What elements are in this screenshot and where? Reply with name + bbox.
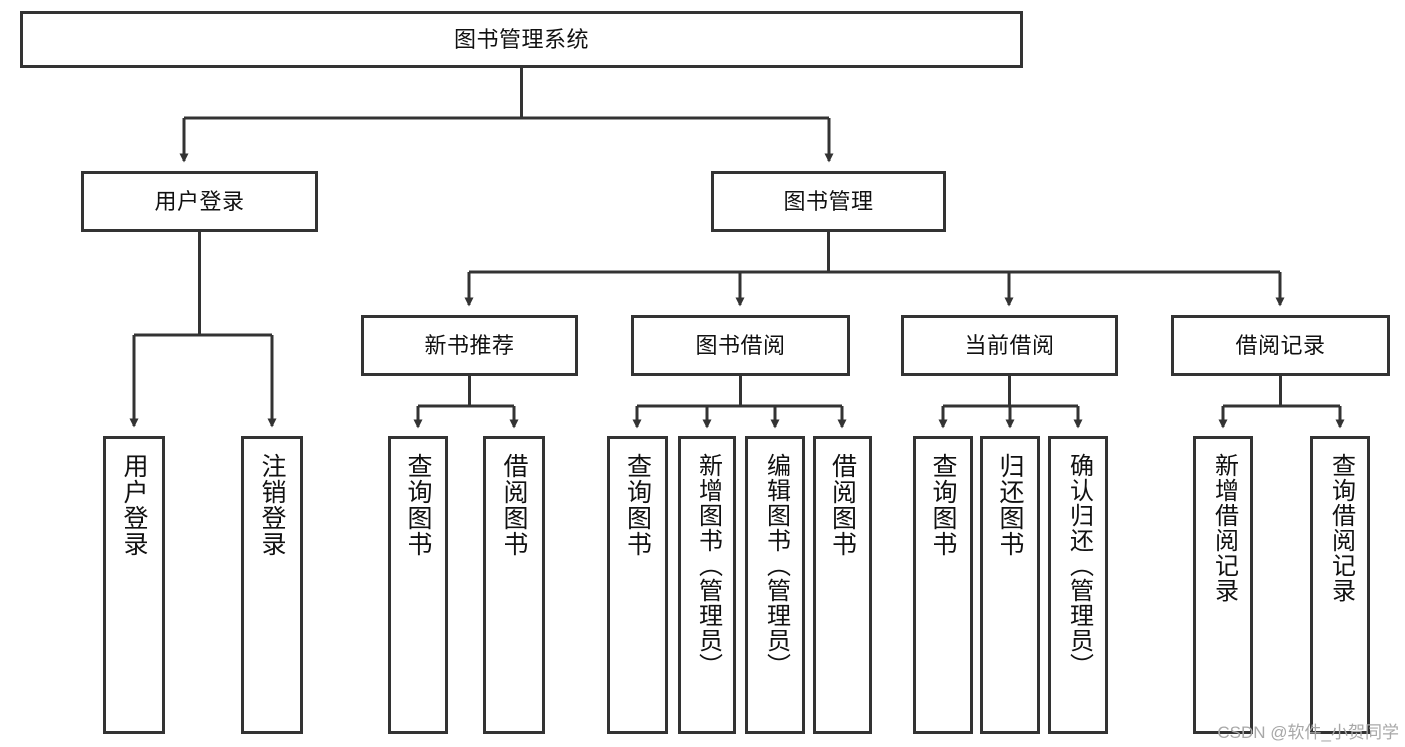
node-leaf-query-borrow-record-label: 查询借阅记录 — [1327, 453, 1355, 603]
node-leaf-query-borrow-record[interactable]: 查询借阅记录 — [1310, 436, 1370, 734]
node-leaf-user-logout[interactable]: 注销登录 — [241, 436, 303, 734]
node-user-login-label: 用户登录 — [154, 188, 245, 214]
node-leaf-confirm-return[interactable]: 确认归还（管理员） — [1048, 436, 1108, 734]
node-root-label: 图书管理系统 — [453, 26, 589, 52]
node-current-borrow-label: 当前借阅 — [964, 332, 1055, 358]
node-new-book-recommend-label: 新书推荐 — [424, 332, 515, 358]
node-leaf-user-login[interactable]: 用户登录 — [103, 436, 165, 734]
node-leaf-confirm-return-label: 确认归还（管理员） — [1065, 453, 1093, 678]
node-leaf-return-book-label: 归还图书 — [996, 453, 1024, 557]
node-user-login[interactable]: 用户登录 — [81, 171, 318, 232]
node-leaf-user-login-label: 用户登录 — [120, 453, 148, 557]
node-leaf-borrow-book[interactable]: 借阅图书 — [813, 436, 872, 734]
node-leaf-user-logout-label: 注销登录 — [258, 453, 286, 557]
node-book-manage-label: 图书管理 — [783, 188, 874, 214]
csdn-watermark: CSDN @软件_小贺同学 — [1217, 723, 1399, 742]
node-book-borrow[interactable]: 图书借阅 — [631, 315, 850, 376]
node-leaf-borrow-book-rec[interactable]: 借阅图书 — [483, 436, 545, 734]
node-new-book-recommend[interactable]: 新书推荐 — [361, 315, 578, 376]
node-current-borrow[interactable]: 当前借阅 — [901, 315, 1118, 376]
node-leaf-edit-book-label: 编辑图书（管理员） — [762, 453, 790, 678]
node-root[interactable]: 图书管理系统 — [20, 11, 1023, 68]
node-leaf-query-book-rec[interactable]: 查询图书 — [388, 436, 448, 734]
node-book-manage[interactable]: 图书管理 — [711, 171, 946, 232]
node-leaf-borrow-book-rec-label: 借阅图书 — [500, 453, 528, 557]
node-leaf-add-borrow-record[interactable]: 新增借阅记录 — [1193, 436, 1253, 734]
node-leaf-query-book-current-label: 查询图书 — [929, 453, 957, 557]
node-leaf-add-book-label: 新增图书（管理员） — [694, 453, 722, 678]
node-leaf-query-book-current[interactable]: 查询图书 — [913, 436, 973, 734]
node-borrow-record[interactable]: 借阅记录 — [1171, 315, 1390, 376]
node-leaf-borrow-book-label: 借阅图书 — [828, 453, 857, 557]
node-leaf-add-borrow-record-label: 新增借阅记录 — [1210, 453, 1238, 603]
node-book-borrow-label: 图书借阅 — [695, 332, 786, 358]
node-leaf-query-book-rec-label: 查询图书 — [404, 453, 432, 557]
node-borrow-record-label: 借阅记录 — [1235, 332, 1326, 358]
node-leaf-edit-book[interactable]: 编辑图书（管理员） — [745, 436, 805, 734]
node-leaf-add-book[interactable]: 新增图书（管理员） — [678, 436, 736, 734]
node-leaf-return-book[interactable]: 归还图书 — [980, 436, 1040, 734]
node-leaf-query-book-borrow-label: 查询图书 — [623, 453, 652, 557]
node-leaf-query-book-borrow[interactable]: 查询图书 — [607, 436, 668, 734]
